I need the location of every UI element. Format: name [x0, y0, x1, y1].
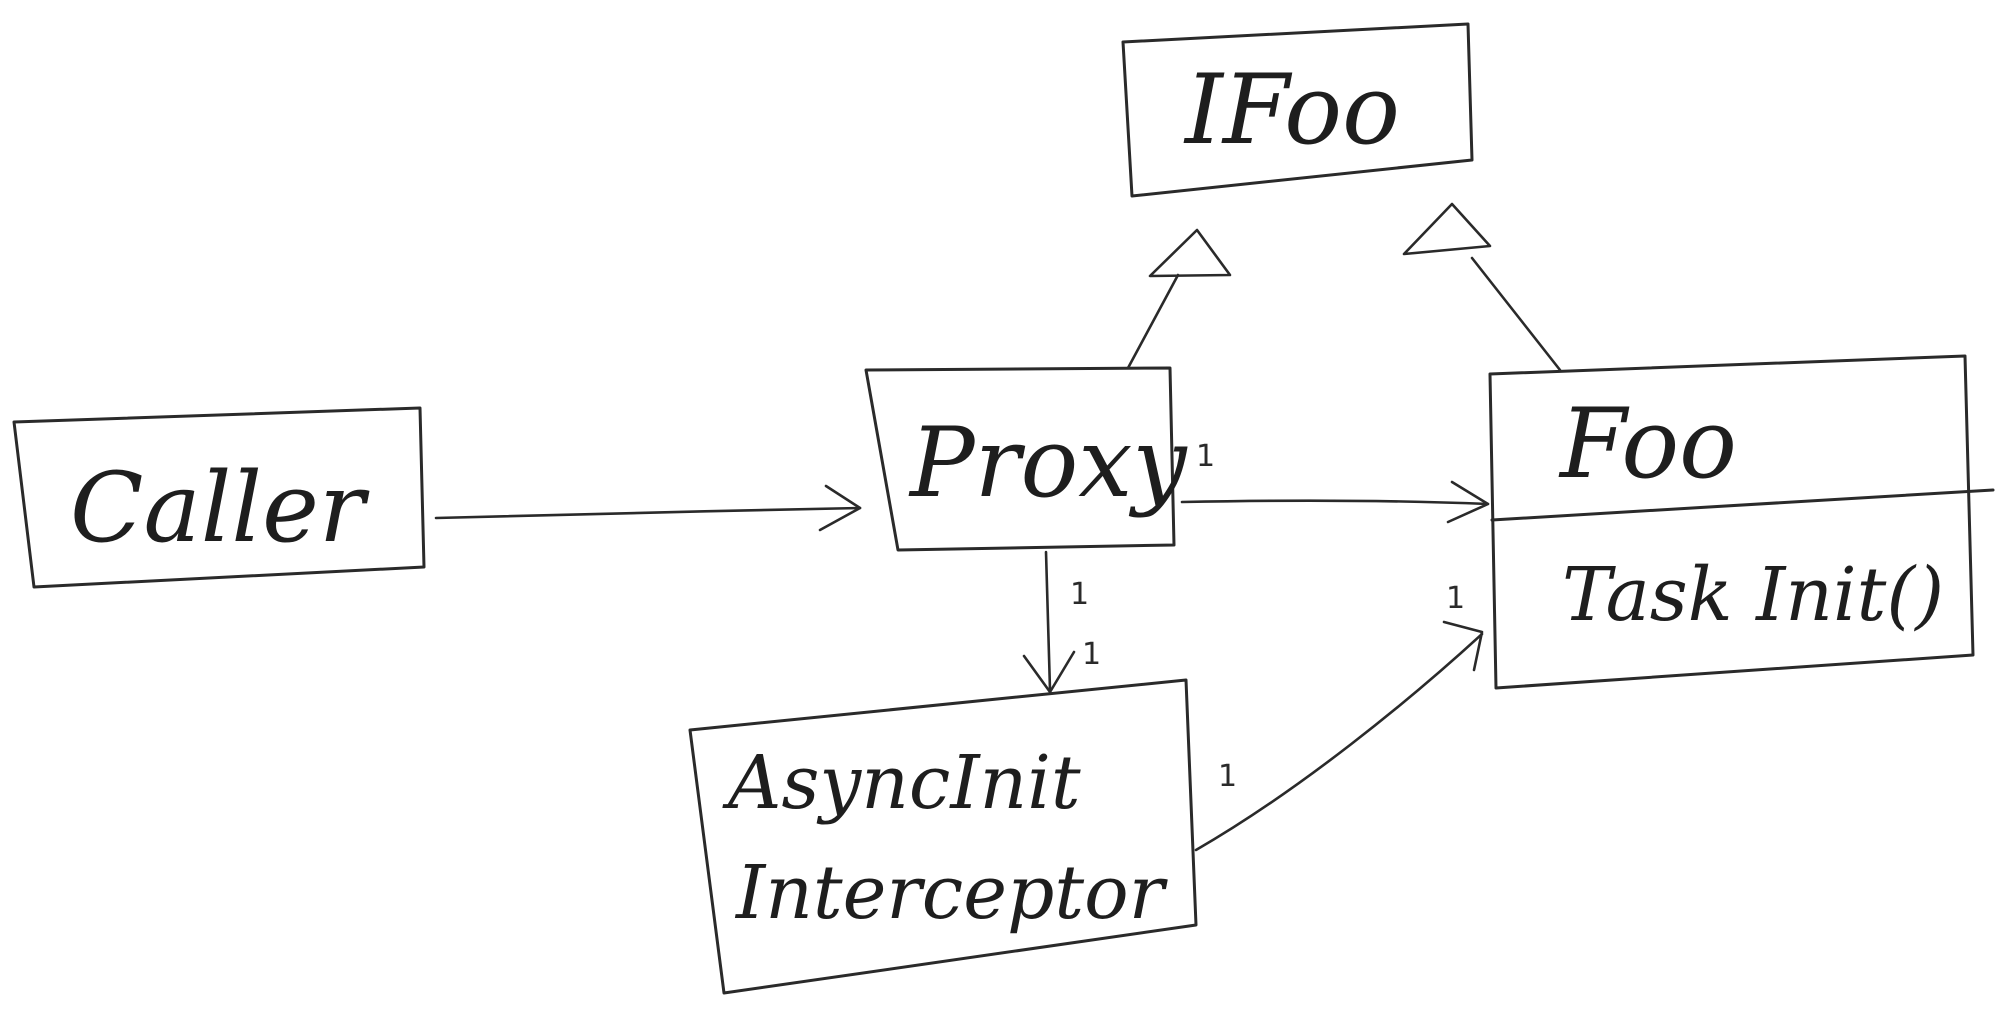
interceptor-to-foo-multiplicity-target: 1 [1446, 581, 1465, 616]
foo-compartment-divider [1490, 488, 1995, 522]
proxy-to-interceptor-edge: 1 1 [1022, 550, 1101, 694]
realization-arrowhead [1148, 228, 1232, 278]
caller-to-proxy-edge [434, 484, 862, 532]
proxy-to-interceptor-multiplicity-target: 1 [1082, 637, 1101, 672]
ifoo-node[interactable]: IFoo [1121, 22, 1474, 198]
foo-realizes-ifoo-edge [1402, 202, 1562, 372]
interceptor-to-foo-edge: 1 1 [1194, 581, 1484, 852]
caller-label: Caller [70, 452, 370, 564]
foo-node[interactable]: Foo Task Init() [1488, 354, 1995, 690]
ifoo-label: IFoo [1183, 54, 1400, 166]
open-arrowhead [1022, 650, 1076, 694]
interceptor-to-foo-multiplicity-source: 1 [1218, 759, 1237, 794]
foo-method-label: Task Init() [1562, 552, 1944, 638]
realization-arrowhead [1402, 202, 1492, 256]
open-arrowhead [1442, 620, 1484, 672]
asyncinit-interceptor-node[interactable]: AsyncInit Interceptor [688, 678, 1198, 995]
foo-label: Foo [1558, 388, 1737, 500]
proxy-to-interceptor-multiplicity-source: 1 [1070, 577, 1089, 612]
proxy-node[interactable]: Proxy [864, 366, 1188, 552]
caller-node[interactable]: Caller [12, 406, 426, 589]
interceptor-label-line2: Interceptor [734, 850, 1169, 936]
proxy-to-foo-edge: 1 [1180, 439, 1490, 524]
open-arrowhead [818, 484, 862, 532]
proxy-to-foo-multiplicity-source: 1 [1196, 439, 1215, 474]
proxy-label: Proxy [908, 407, 1188, 519]
proxy-realizes-ifoo-edge [1126, 228, 1232, 370]
open-arrowhead [1446, 480, 1490, 524]
interceptor-label-line1: AsyncInit [722, 740, 1081, 826]
